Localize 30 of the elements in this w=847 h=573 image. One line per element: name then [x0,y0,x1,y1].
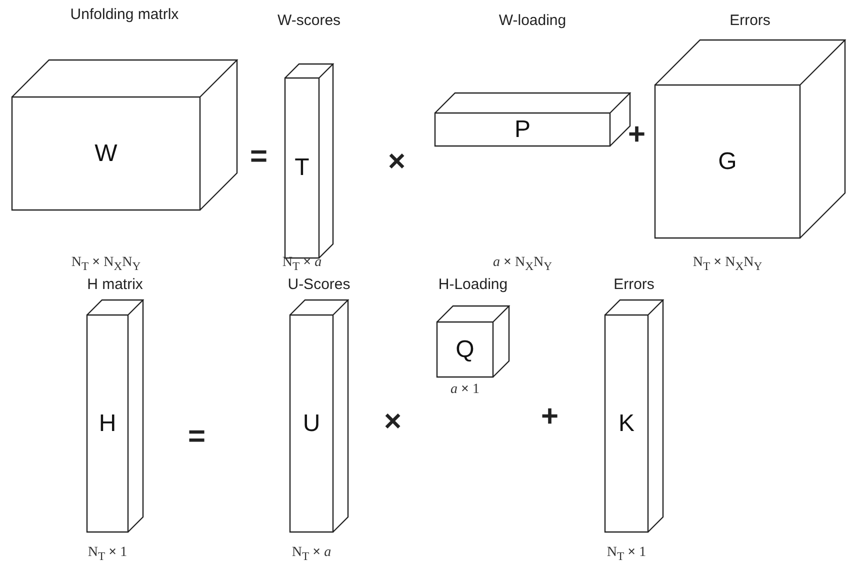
matrix-title: H-Loading [437,276,509,293]
dimension-label: N$_{T}$ × 1 [88,545,128,563]
operator-sign: × [388,145,406,179]
matrix-symbol: U [302,410,320,438]
dimension-label: N$_{T}$ × N$_{X}$N$_{Y}$ [692,255,762,273]
matrix-symbol: Q [456,336,474,364]
matrix-symbol: W [94,140,118,168]
matrix-title: Errors [728,12,772,29]
dimension-label: N$_{T}$ × a [282,255,322,273]
matrix-title: U-Scores [286,276,352,293]
operator-sign: = [250,140,268,174]
matrix-symbol: T [294,154,310,182]
dimension-label: N$_{T}$ × 1 [606,545,646,563]
operator-sign: + [541,400,559,434]
dimension-label: N$_{T}$ × N$_{X}$N$_{Y}$ [71,255,141,273]
operator-sign: + [628,118,646,152]
matrix-title: H matrix [86,276,144,293]
matrix-title: W-loading [498,12,568,29]
dimension-label: a × N$_{X}$N$_{Y}$ [492,255,552,273]
matrix-symbol: G [718,148,737,176]
matrix-symbol: H [98,410,116,438]
matrix-title: Errors [612,276,656,293]
matrix-title: Unfolding matrlx [69,6,180,23]
dimension-label: a × 1 [450,382,480,398]
matrix-symbol: K [618,410,634,438]
dimension-label: N$_{T}$ × a [292,545,332,563]
matrix-symbol: P [514,116,530,144]
matrix-title: W-scores [276,12,342,29]
operator-sign: = [188,420,206,454]
operator-sign: × [384,405,402,439]
